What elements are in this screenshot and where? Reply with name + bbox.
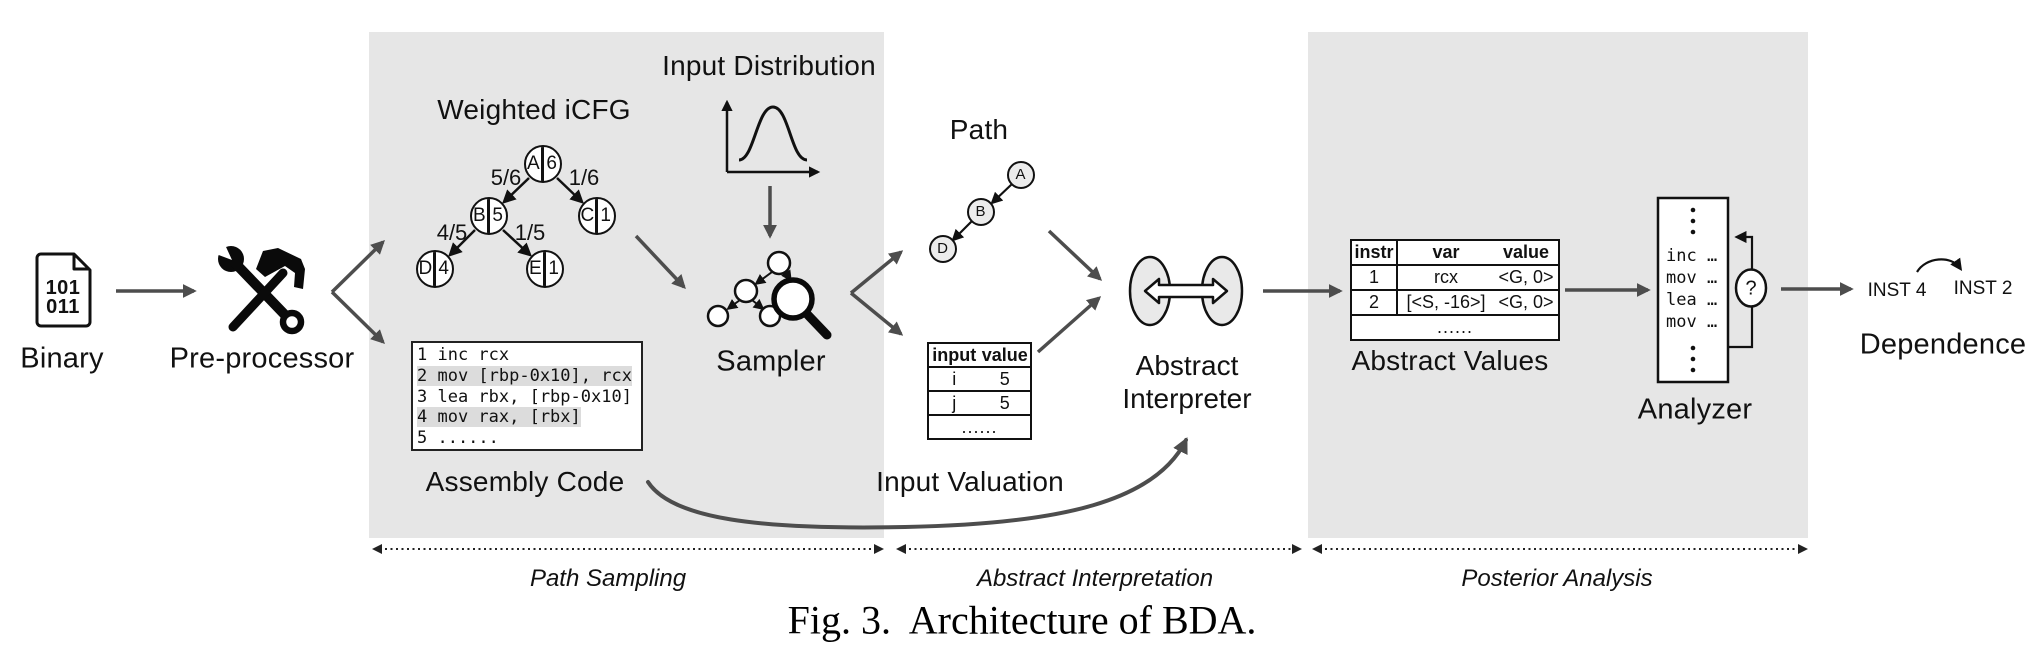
input-distribution-label: Input Distribution [662, 50, 876, 81]
arrow-valuation-to-interpreter [1036, 296, 1102, 354]
vertical-dots [1690, 207, 1696, 373]
analyzer-icon [1656, 196, 1768, 384]
path-node-D: D [928, 234, 957, 263]
question-mark: ? [1745, 277, 1757, 300]
assembly-code-label: Assembly Code [425, 466, 625, 497]
table-header-row: instr var value [1351, 240, 1559, 265]
col-value: value [981, 344, 1028, 365]
preprocessor-tools-icon [208, 236, 305, 335]
inst-to-label: INST 2 [1953, 278, 2013, 299]
distribution-plot-icon [721, 99, 821, 178]
col-value: value [1502, 242, 1550, 262]
edge-prob-BE: 1/5 [514, 220, 546, 245]
arrow-path-to-interpreter [1047, 229, 1103, 281]
section-abstract-interpretation: Abstract Interpretation [976, 565, 1214, 592]
arrow-assembly-to-interpreter [646, 437, 1188, 530]
arrow-sampler-to-valuation [849, 291, 904, 336]
table-header-row: input value [928, 343, 1031, 367]
assembly-code-box: 1 inc rcx 2 mov [rbp-0x10], rcx 3 lea rb… [411, 341, 643, 451]
edge-prob-AC: 1/6 [568, 165, 600, 190]
table-row: 1 rcx <G, 0> [1351, 265, 1559, 290]
path-label: Path [949, 114, 1009, 145]
arrow-fork-to-icfg [330, 240, 385, 294]
question-circle [1734, 268, 1768, 308]
arrow-icfg-to-sampler [634, 234, 686, 290]
input-valuation-label: Input Valuation [876, 466, 1064, 497]
arrow-sampler-to-path [849, 250, 904, 295]
asm-line-5: 5 ...... [417, 428, 499, 449]
dependence-label: Dependence [1859, 328, 2027, 361]
analyzer-code-line: inc … [1666, 246, 1718, 266]
preprocessor-label: Pre-processor [169, 342, 355, 375]
asm-line-3: 3 lea rbx, [rbp-0x10] [417, 386, 632, 407]
table-row: i 5 [928, 367, 1031, 391]
table-row: j 5 [928, 391, 1031, 415]
section-posterior-analysis: Posterior Analysis [1461, 565, 1653, 592]
sampler-icon [706, 250, 832, 340]
sampler-label: Sampler [716, 345, 826, 378]
table-ellipsis-row: ...... [928, 415, 1031, 439]
abstract-values-table: instr var value 1 rcx <G, 0> 2 [<S, -16>… [1350, 239, 1560, 341]
binary-icon-text: 101 011 [45, 277, 81, 318]
asm-line-2: 2 mov [rbp-0x10], rcx [417, 365, 632, 386]
asm-line-1: 1 inc rcx [417, 345, 510, 365]
analyzer-code-line: mov … [1666, 268, 1718, 288]
icfg-edges [448, 177, 584, 257]
binary-label: Binary [20, 342, 104, 375]
abstract-interpreter-label: Abstract Interpreter [1122, 350, 1252, 414]
section-path-sampling: Path Sampling [529, 565, 687, 592]
magnifier-lens [771, 277, 815, 321]
analyzer-label: Analyzer [1637, 393, 1753, 426]
binary-file-icon [35, 252, 92, 328]
asm-line-4: 4 mov rax, [rbx] [417, 407, 581, 428]
edge-prob-AB: 5/6 [490, 165, 522, 190]
figure-caption: Fig. 3. Architecture of BDA. [787, 597, 1257, 643]
edge-prob-BD: 4/5 [436, 220, 468, 245]
magnifier-handle [801, 308, 832, 340]
path-edges [951, 183, 1013, 242]
table-row: 2 [<S, -16>] <G, 0> [1351, 290, 1559, 315]
col-var: var [1432, 242, 1460, 262]
analyzer-code-line: mov … [1666, 312, 1718, 332]
abstract-interpreter-icon [1128, 255, 1244, 327]
col-input: input [932, 344, 977, 365]
path-node-B: B [966, 197, 995, 226]
input-valuation-table: input value i 5 j 5 ...... [927, 342, 1032, 440]
inst-from-label: INST 4 [1867, 280, 1927, 301]
path-node-A: A [1006, 160, 1035, 189]
dependence-arc [1916, 257, 1963, 273]
arrow-fork-to-assembly [330, 290, 385, 344]
abstract-values-label: Abstract Values [1351, 345, 1549, 376]
table-ellipsis-row: ...... [1351, 315, 1559, 340]
double-arrow-glyph [1143, 277, 1229, 305]
analyzer-code-line: lea … [1666, 290, 1718, 310]
weighted-icfg-title: Weighted iCFG [437, 94, 631, 125]
col-instr: instr [1351, 240, 1398, 265]
